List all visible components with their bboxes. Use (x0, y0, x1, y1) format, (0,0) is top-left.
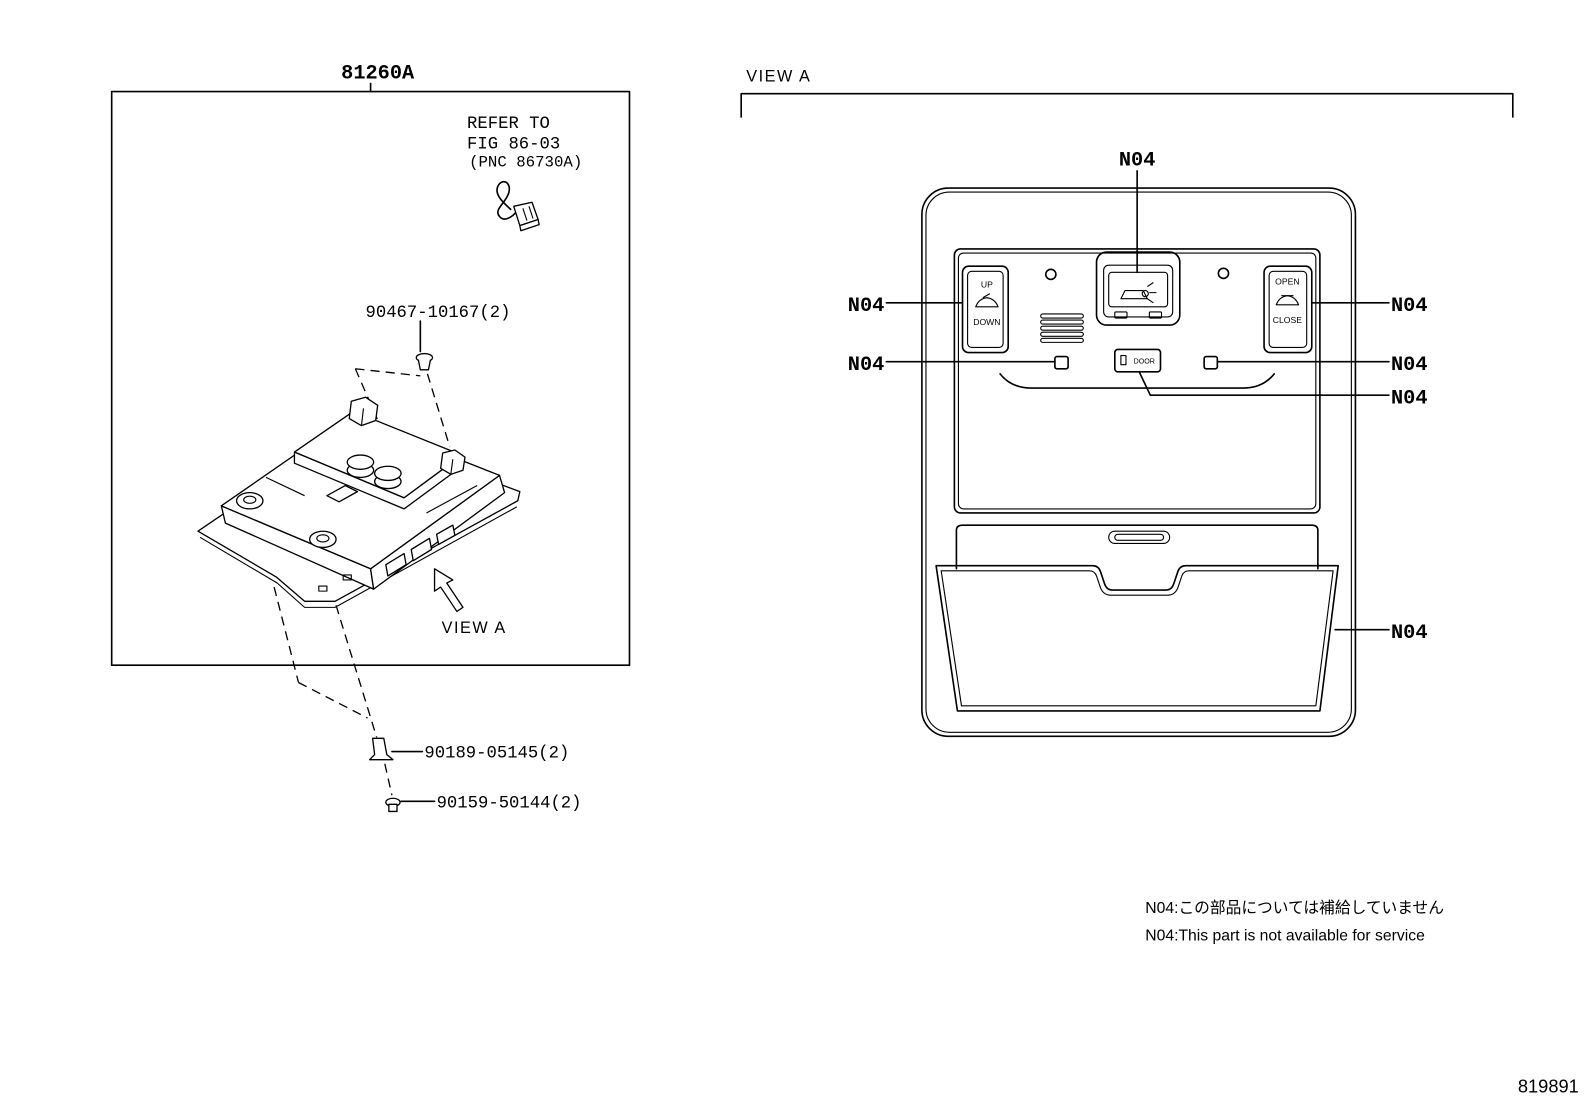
overhead-console-assembly (197, 396, 521, 608)
refer-note-line2[interactable]: FIG 86-03 (467, 135, 560, 154)
sunroof-slide-icon (1275, 295, 1300, 306)
callout-screw-90159[interactable]: 90159-50144(2) (437, 794, 582, 813)
tilt-down-label: DOWN (973, 317, 1000, 327)
clip-icon (415, 352, 434, 371)
view-a-title: VIEW A (746, 67, 811, 85)
callout-retainer-90189[interactable]: 90189-05145(2) (424, 745, 569, 764)
note-japanese: N04:この部品については補給していません (1145, 899, 1444, 917)
screw-icon (385, 797, 401, 813)
installation-lines-lower (273, 586, 393, 796)
left-panel: 81260A REFER TO FIG 86-03 (PNC 86730A) 9… (110, 62, 631, 813)
sunroof-slide-switch: OPEN CLOSE (1263, 265, 1313, 354)
door-switch-label: DOOR (1134, 358, 1155, 366)
refer-note-line1[interactable]: REFER TO (467, 115, 550, 134)
small-switch-right (1203, 355, 1219, 370)
wire-harness-connector-icon (496, 180, 540, 232)
callout-n04-slide-switch[interactable]: N04 (1391, 295, 1428, 318)
slide-open-label: OPEN (1275, 277, 1299, 287)
callout-n04-small-switch-right[interactable]: N04 (1391, 354, 1428, 377)
retainer-clip-icon (368, 737, 394, 761)
callout-n04-sunglasses-holder[interactable]: N04 (1391, 622, 1428, 645)
illustration-number: 819891 (1518, 1076, 1579, 1097)
view-a-label: VIEW A (442, 619, 507, 637)
lamp-lens-icon (1120, 282, 1157, 304)
n04-callouts: N04 N04 N04 N04 N04 N04 N04 (848, 150, 1428, 645)
assembly-callout[interactable]: 81260A (341, 62, 415, 85)
switch-panel (953, 248, 1321, 514)
view-a-bracket (740, 92, 1514, 118)
callout-n04-door-switch[interactable]: N04 (1391, 387, 1428, 410)
view-direction-arrow-icon (433, 568, 464, 613)
callout-n04-tilt-switch[interactable]: N04 (848, 295, 885, 318)
slide-close-label: CLOSE (1273, 315, 1302, 325)
notes: N04:この部品については補給していません N04:This part is n… (1145, 899, 1444, 944)
refer-note-line3[interactable]: (PNC 86730A) (469, 154, 582, 172)
console-housing (921, 187, 1357, 738)
door-switch: DOOR (1113, 348, 1162, 373)
small-switch-left (1054, 355, 1069, 370)
assembly-frame (110, 90, 631, 667)
callout-clip-90467[interactable]: 90467-10167(2) (366, 304, 511, 323)
sunroof-tilt-icon (975, 293, 999, 308)
tilt-up-label: UP (981, 280, 993, 290)
sunglasses-holder (935, 524, 1339, 712)
sunroof-tilt-switch: UP DOWN (961, 265, 1010, 354)
indicator-right (1217, 267, 1230, 280)
right-panel: VIEW A UP DOWN OPEN (740, 67, 1514, 738)
callout-n04-map-lamp[interactable]: N04 (1119, 150, 1156, 173)
indicator-left (1044, 268, 1057, 281)
note-english: N04:This part is not available for servi… (1145, 927, 1425, 944)
microphone-grille (1040, 313, 1084, 343)
callout-n04-small-switch-left[interactable]: N04 (848, 354, 885, 377)
map-lamp (1095, 251, 1181, 326)
